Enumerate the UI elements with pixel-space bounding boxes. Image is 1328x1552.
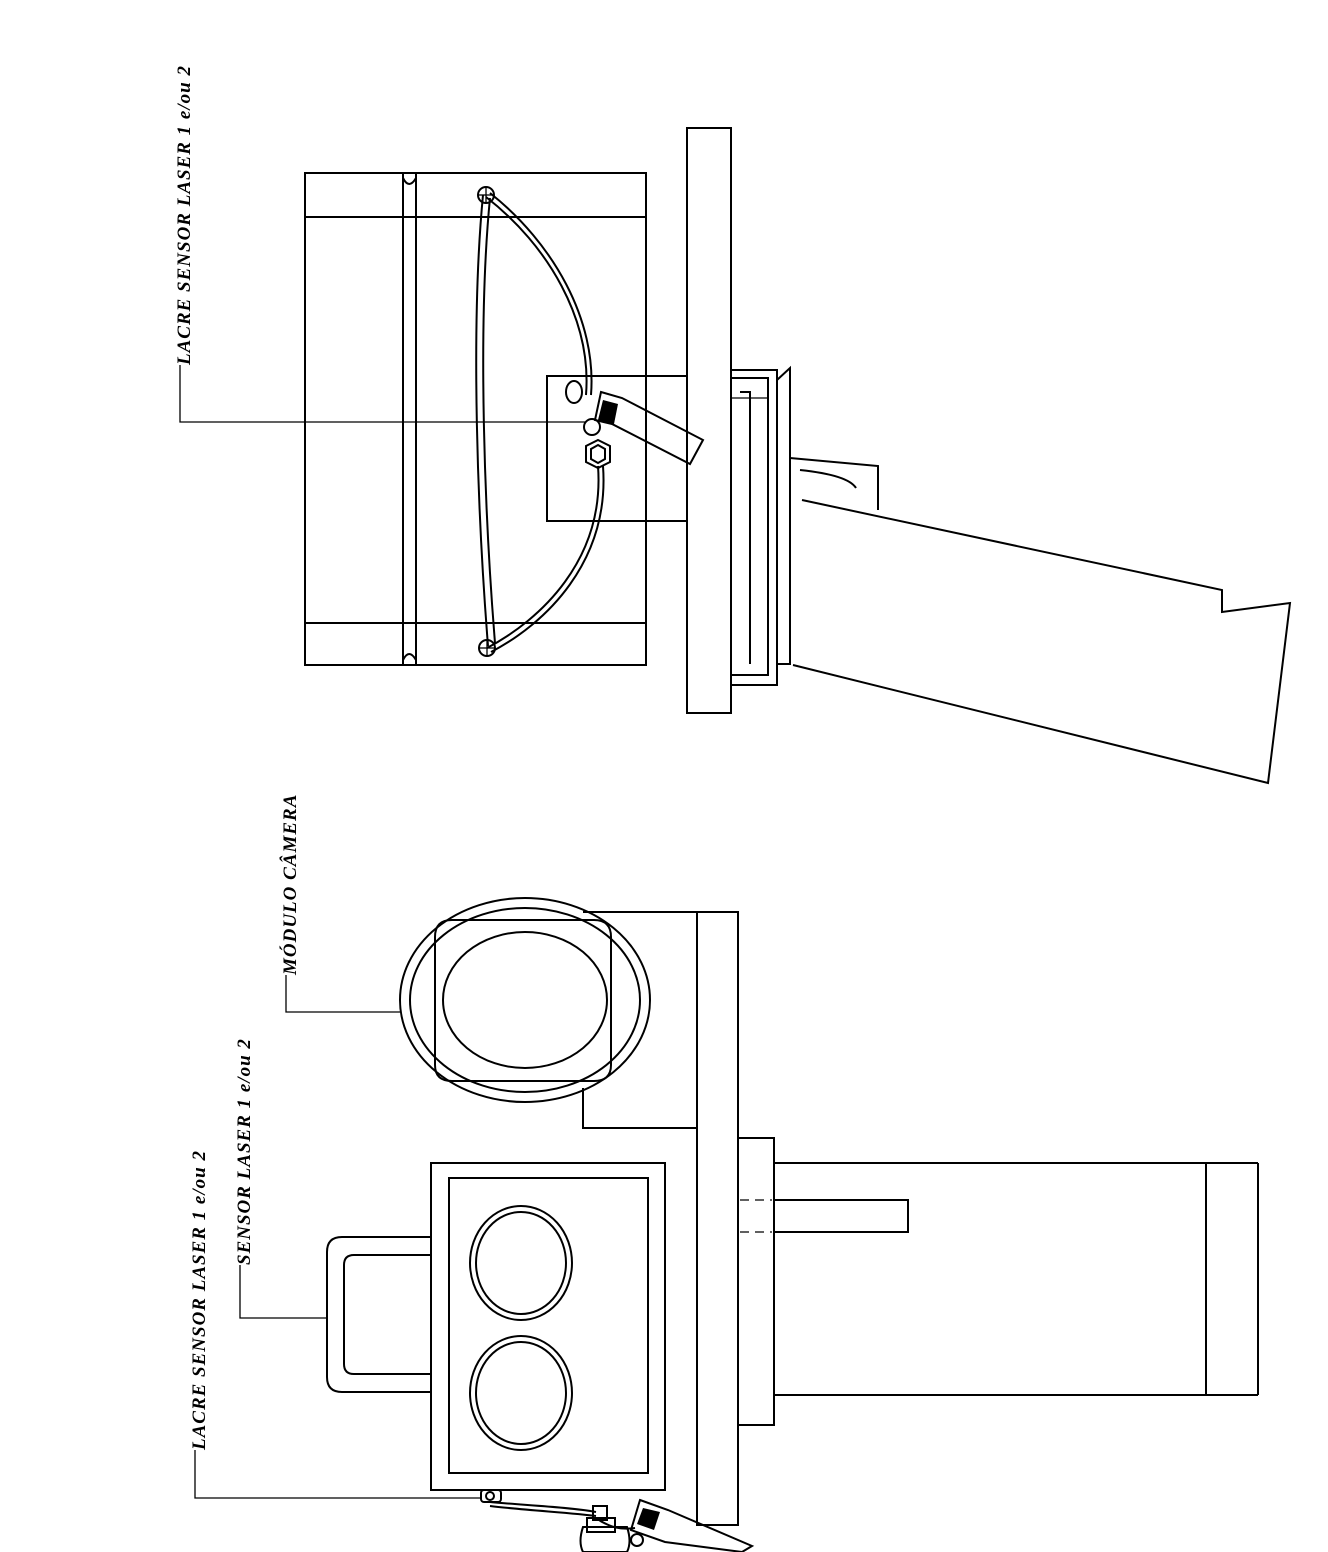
mounting-bracket [731,365,791,686]
side-base-plate [696,911,739,1526]
top-view-assembly: LACRE SENSOR LASER 1 e/ou 2 [174,65,1292,785]
support-column [737,1137,1259,1426]
sensor-lens-1 [469,1205,573,1321]
seal-wire [475,186,605,657]
label-seal-left: LACRE SENSOR LASER 1 e/ou 2 [189,1150,210,1451]
label-sensor: SENSOR LASER 1 e/ou 2 [234,1038,255,1265]
laser-sensor-housing [430,1162,666,1491]
side-seal-assembly [480,1489,644,1552]
label-camera: MÓDULO CÂMERA [279,794,301,976]
laser-housing-body [304,172,647,666]
leader-top-right [179,365,586,423]
leader-camera [285,975,401,1013]
leader-sensor [239,1265,327,1319]
seal-tag-icon [593,390,705,466]
side-view-assembly: MÓDULO CÂMERA SENSOR LASER 1 e/ou 2 [189,794,1259,1552]
side-seal-tag-icon [629,1498,755,1552]
sensor-handle [326,1236,431,1393]
leader-seal-left [194,1450,481,1499]
sensor-lens-2 [469,1335,573,1451]
label-top-right: LACRE SENSOR LASER 1 e/ou 2 [174,65,195,366]
support-arm [789,457,1292,785]
camera-module [399,897,697,1129]
top-base-plate [686,127,732,714]
seal-plate [546,375,688,522]
